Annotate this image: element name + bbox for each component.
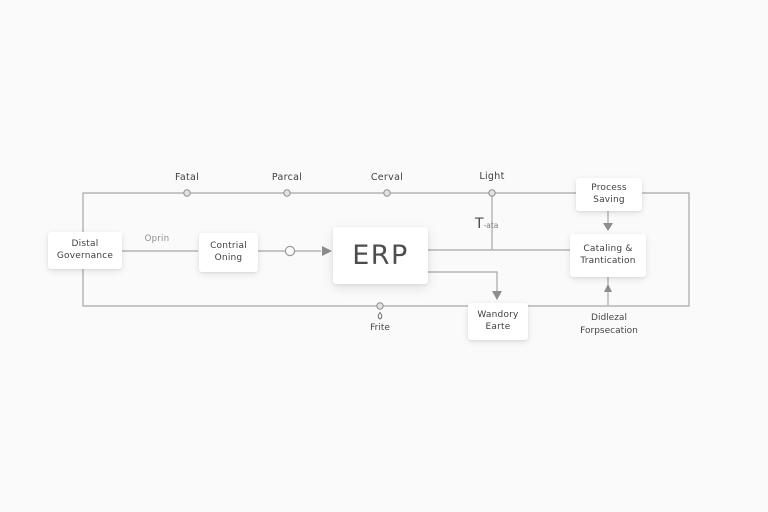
rail-node-fatal: [183, 189, 191, 197]
arrowhead-into-wandory: [492, 291, 502, 300]
t-suffix: -ata: [483, 221, 499, 230]
arrowhead-into-cataling: [603, 223, 613, 231]
arrowhead-into-erp: [322, 246, 332, 256]
rail-label-light: Light: [479, 171, 505, 182]
rail-node-frite: [376, 302, 384, 310]
node-contrial-oning: Contrial Oning: [199, 233, 258, 272]
node-label: Wandory Earte: [477, 309, 519, 332]
node-label: Contrial Oning: [210, 240, 247, 263]
node-label: ERP: [352, 240, 409, 271]
rail-label-cerval: Cerval: [370, 172, 404, 183]
node-erp: ERP: [333, 227, 428, 284]
node-label: Cataling & Trantication: [580, 243, 636, 266]
droplet-icon: [377, 311, 383, 320]
rail-label-parcal: Parcal: [271, 172, 303, 183]
node-wandory-earte: Wandory Earte: [468, 303, 528, 340]
label-frite: Frite: [370, 323, 390, 333]
rail-node-light: [488, 189, 496, 197]
node-process-saving: Process Saving: [576, 178, 642, 211]
edge-label-oprin: Oprin: [144, 234, 170, 244]
rail-label-fatal: Fatal: [174, 172, 200, 183]
node-label: Distal Governance: [56, 238, 114, 261]
open-circle-connector: [284, 245, 296, 257]
t-ata-label: T-ata: [475, 213, 498, 232]
label-didlezal-forpsecation: Didlezal Forpsecation: [580, 313, 638, 336]
node-label: Process Saving: [591, 182, 627, 205]
t-prefix: T: [475, 216, 484, 232]
erp-wandory-line: [428, 271, 498, 291]
node-cataling-trantication: Cataling & Trantication: [570, 234, 646, 277]
rail-node-cerval: [383, 189, 391, 197]
node-distal-governance: Distal Governance: [48, 232, 122, 269]
rail-node-parcal: [283, 189, 291, 197]
arrowhead-up-cataling: [604, 284, 612, 292]
